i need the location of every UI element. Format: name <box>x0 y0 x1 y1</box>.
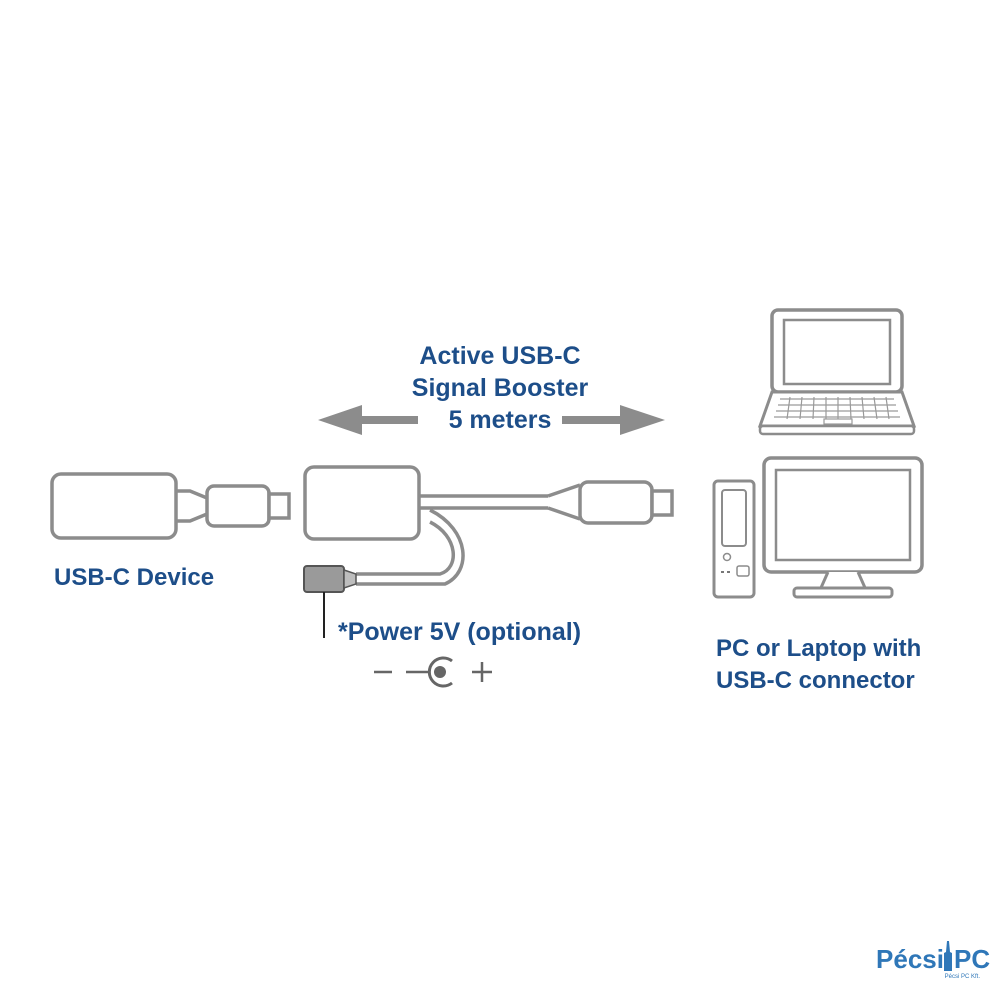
laptop-screen <box>782 318 892 386</box>
logo-text-part2: PC <box>954 944 990 974</box>
booster-box <box>303 465 421 541</box>
power-plug-icon <box>303 565 357 638</box>
device-cable <box>176 489 208 523</box>
laptop-icon <box>757 308 917 436</box>
desktop-monitor-icon <box>762 456 924 599</box>
device-plug <box>205 484 271 528</box>
power-plug-neck <box>343 568 357 590</box>
signal-booster-box-icon <box>303 465 674 586</box>
monitor-screen <box>774 468 912 562</box>
booster-label-line2: Signal Booster <box>412 374 589 402</box>
device-connector-tip <box>267 492 291 520</box>
laptop-base-edge <box>758 424 916 436</box>
arrow-head-left <box>318 405 362 435</box>
laptop-touchpad <box>823 418 853 425</box>
logo-tower-icon <box>944 941 952 971</box>
polarity-c-shape <box>427 656 453 688</box>
power-cable-inner <box>356 520 455 576</box>
arrow-shaft-right <box>562 416 624 424</box>
main-cable-flare <box>547 483 581 521</box>
monitor-stand-base <box>792 586 894 599</box>
device-body <box>50 472 178 540</box>
power-cable-outer <box>356 508 465 586</box>
dc-polarity-icon <box>374 656 492 688</box>
tower-power-button <box>722 552 732 562</box>
power-plug-body <box>303 565 345 593</box>
pecsi-pc-logo: Pécsi PC Pécsi PC Kft. <box>876 941 990 980</box>
desktop-tower-icon <box>712 479 756 599</box>
tower-port <box>736 565 750 577</box>
logo-text-part1: Pécsi <box>876 944 944 974</box>
arrow-shaft-left <box>358 416 418 424</box>
booster-label-line1: Active USB-C <box>419 342 580 370</box>
pc-label-line1: PC or Laptop with <box>716 635 921 662</box>
host-connector-tip <box>650 489 674 517</box>
double-arrow-icon <box>318 405 665 435</box>
power-label: *Power 5V (optional) <box>338 618 581 646</box>
laptop-keyboard <box>774 396 900 420</box>
logo-tagline: Pécsi PC Kft. <box>945 974 981 980</box>
host-plug <box>578 480 654 525</box>
arrow-head-right <box>620 405 665 435</box>
booster-label-line3: 5 meters <box>449 406 552 434</box>
device-label: USB-C Device <box>54 564 214 591</box>
polarity-center-dot <box>434 666 446 678</box>
tower-drive-slot <box>721 489 747 547</box>
usb-c-device-icon <box>50 472 291 540</box>
pc-label-line2: USB-C connector <box>716 667 915 694</box>
